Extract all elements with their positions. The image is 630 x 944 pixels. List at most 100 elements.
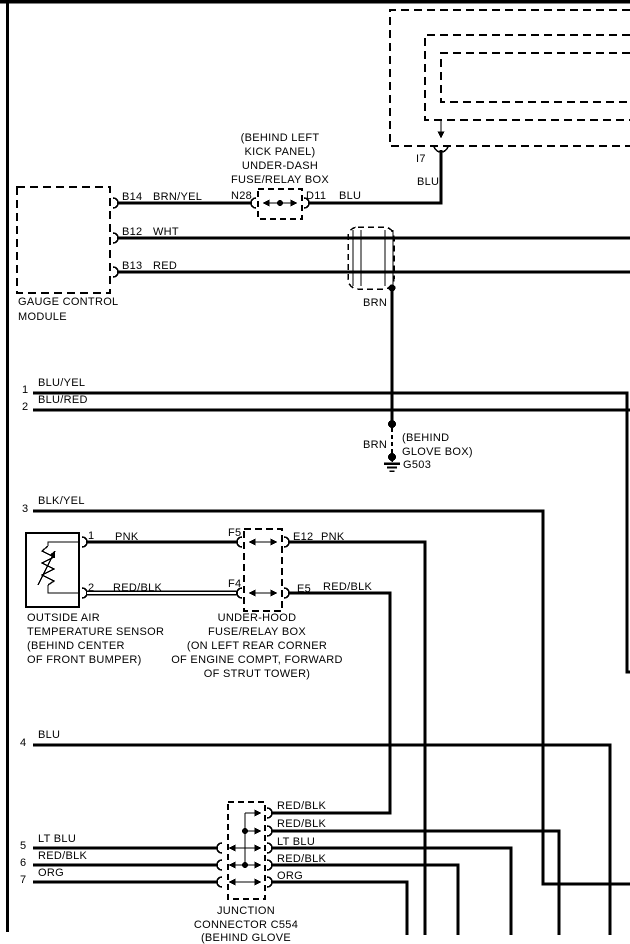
wire-4-number: 4: [20, 737, 27, 749]
under-hood-name-line1: UNDER-HOOD: [217, 612, 297, 624]
under-dash-connector-box: [257, 188, 303, 220]
pin-label-b12: B12: [122, 226, 143, 238]
ground-id-label: G503: [403, 459, 432, 471]
sensor-pin-2-label: 2: [88, 582, 95, 594]
wire-red-blk-e5: [289, 591, 392, 813]
junction-connector-box: [227, 801, 266, 900]
connector-cup-n28: [250, 197, 257, 209]
wire-label-pnk-e12: PNK: [321, 531, 345, 543]
connector-cup-j-right-2: [266, 825, 273, 837]
wire-3-blk-yel: [33, 509, 630, 886]
junction-internal-bus: [228, 809, 262, 886]
wire-3-number: 3: [22, 503, 29, 515]
connector-cup-j-left-5: [216, 876, 223, 888]
under-dash-location-line2: KICK PANEL): [244, 146, 316, 158]
wire-2-number: 2: [22, 401, 29, 413]
wire-label-blu-underdash: BLU: [339, 190, 362, 202]
wire-4-blu: [33, 743, 612, 935]
sensor-name-line3: (BEHIND CENTER: [27, 640, 125, 652]
junction-row4-wire-label: RED/BLK: [277, 853, 327, 865]
wire-4-color-label: BLU: [38, 729, 61, 741]
thermistor-icon: [37, 545, 56, 586]
junction-row2-wire-label: RED/BLK: [277, 818, 327, 830]
connector-cup-j-left-3: [216, 842, 223, 854]
wire-j3-lt-blu: [272, 846, 513, 935]
under-hood-connector-box: [243, 528, 283, 612]
sensor-box: [25, 532, 80, 608]
under-hood-name-line2: FUSE/RELAY BOX: [208, 626, 306, 638]
under-hood-name-line5: OF STRUT TOWER): [203, 668, 311, 680]
ground-location-line1: (BEHIND: [402, 432, 450, 444]
wire-label-blu-top: BLU: [417, 176, 440, 188]
junction-name-line1: JUNCTION: [216, 905, 275, 917]
gauge-module-name-line2: MODULE: [18, 311, 67, 323]
wire-1-color-label: BLU/YEL: [38, 377, 86, 389]
offpage-component-boxes: [389, 9, 630, 147]
pin-label-b13: B13: [122, 260, 143, 272]
ground-icon: [384, 420, 400, 472]
top-border: [0, 0, 630, 4]
connector-cup-j-right-3: [266, 842, 273, 854]
wire-j5-org: [272, 880, 409, 935]
pin-label-e5: E5: [297, 583, 312, 595]
wire-7-color-label: ORG: [38, 867, 64, 879]
wire-6-color-label: RED/BLK: [38, 850, 88, 862]
junction-dot: [242, 828, 248, 834]
wire-5-color-label: LT BLU: [38, 833, 77, 845]
wire-j2-red-blk: [272, 829, 561, 935]
shield-symbol: [347, 226, 395, 290]
wire-pnk-e12: [289, 540, 427, 935]
junction-dot: [277, 200, 283, 206]
left-border: [6, 0, 9, 932]
junction-dot: [242, 862, 248, 868]
wire-3-color-label: BLK/YEL: [38, 495, 85, 507]
ground-location-line2: GLOVE BOX): [402, 446, 473, 458]
sensor-name-line4: OF FRONT BUMPER): [27, 654, 142, 666]
pin-label-i7: I7: [416, 153, 426, 165]
under-hood-name-line4: OF ENGINE COMPT, FORWARD: [171, 654, 343, 666]
wire-2-color-label: BLU/RED: [38, 394, 88, 406]
pin-label-b14: B14: [122, 191, 143, 203]
wire-j4-red-blk: [272, 863, 460, 935]
wire-7-number: 7: [20, 874, 27, 886]
sensor-pin-1-label: 1: [88, 530, 95, 542]
wire-label-brn-ground: BRN: [363, 439, 388, 451]
wire-1-number: 1: [22, 384, 29, 396]
under-dash-name-line1: UNDER-DASH: [241, 160, 319, 172]
shield-ticks: [352, 230, 394, 286]
wire-6-number: 6: [20, 857, 27, 869]
pin-label-f4: F4: [228, 578, 242, 590]
wire-label-wht: WHT: [153, 226, 179, 238]
connector-cup-j-left-4: [216, 859, 223, 871]
pin-label-d11: D11: [306, 190, 327, 202]
connector-cup-e5: [283, 587, 290, 599]
connector-cup-j-right-4: [266, 859, 273, 871]
gauge-module-box: [16, 186, 111, 294]
wire-label-pnk-sensor: PNK: [115, 531, 139, 543]
junction-name-line2: CONNECTOR C554: [193, 919, 299, 931]
under-hood-name-line3: (ON LEFT REAR CORNER: [186, 640, 328, 652]
wire-5-number: 5: [20, 840, 27, 852]
connector-cup-f4: [236, 587, 243, 599]
junction-name-line3: (BEHIND GLOVE: [200, 932, 292, 944]
connector-cup-j-right-5: [266, 876, 273, 888]
wire-label-red-blk-e5: RED/BLK: [323, 581, 373, 593]
sensor-internal-wires: [47, 541, 78, 594]
pin-label-n28: N28: [231, 190, 253, 202]
connector-cup-f5: [236, 536, 243, 548]
under-dash-name-line2: FUSE/RELAY BOX: [231, 174, 329, 186]
connector-cup-e12: [283, 536, 290, 548]
under-dash-location-line1: (BEHIND LEFT: [240, 132, 320, 144]
gauge-module-name-line1: GAUGE CONTROL: [18, 296, 119, 308]
wire-label-brn-shield: BRN: [363, 297, 388, 309]
sensor-name-line1: OUTSIDE AIR: [27, 612, 100, 624]
wire-label-red-blk-sensor: RED/BLK: [113, 582, 163, 594]
connector-cup-j-right-1: [266, 807, 273, 819]
wire-1-blu-yel: [33, 391, 630, 674]
junction-row1-wire-label: RED/BLK: [277, 800, 327, 812]
sensor-name-line2: TEMPERATURE SENSOR: [27, 626, 165, 638]
junction-row3-wire-label: LT BLU: [277, 836, 316, 848]
pin-label-e12: E12: [293, 531, 314, 543]
